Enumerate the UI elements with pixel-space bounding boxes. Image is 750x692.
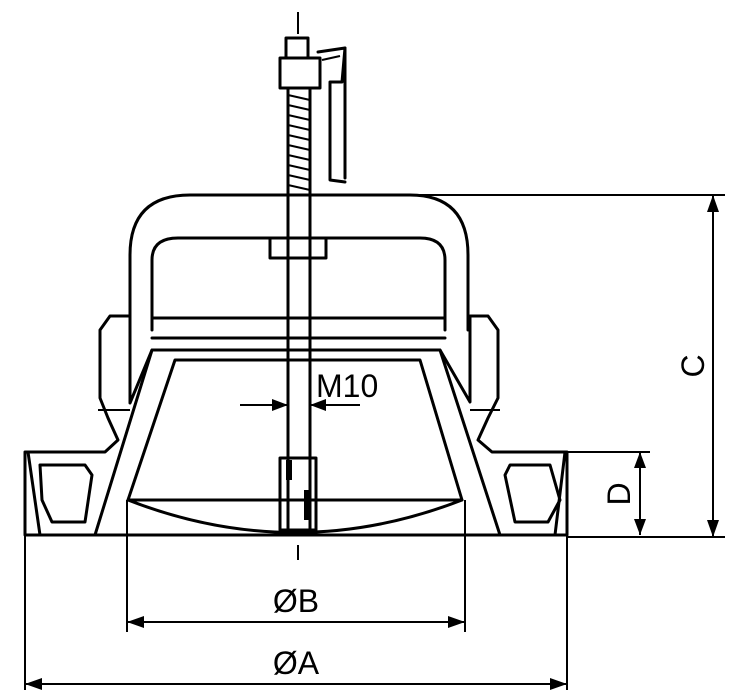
inner-cone xyxy=(126,358,464,534)
label-a: ØA xyxy=(273,645,320,681)
label-d: D xyxy=(601,482,637,505)
dim-b: ØB xyxy=(126,500,466,632)
dim-thread-m10: M10 xyxy=(240,368,378,411)
label-b: ØB xyxy=(273,583,319,619)
label-m10: M10 xyxy=(316,368,378,404)
rubber-pad-left xyxy=(26,450,94,537)
threaded-spindle xyxy=(268,12,328,560)
rubber-pad-right xyxy=(503,450,567,537)
label-c: C xyxy=(675,354,711,377)
base-body xyxy=(23,314,569,537)
top-bracket xyxy=(128,193,470,340)
dim-c: C xyxy=(410,194,725,538)
locking-clip xyxy=(316,46,347,184)
dim-a: ØA xyxy=(24,535,568,690)
dim-d: D xyxy=(567,451,650,535)
